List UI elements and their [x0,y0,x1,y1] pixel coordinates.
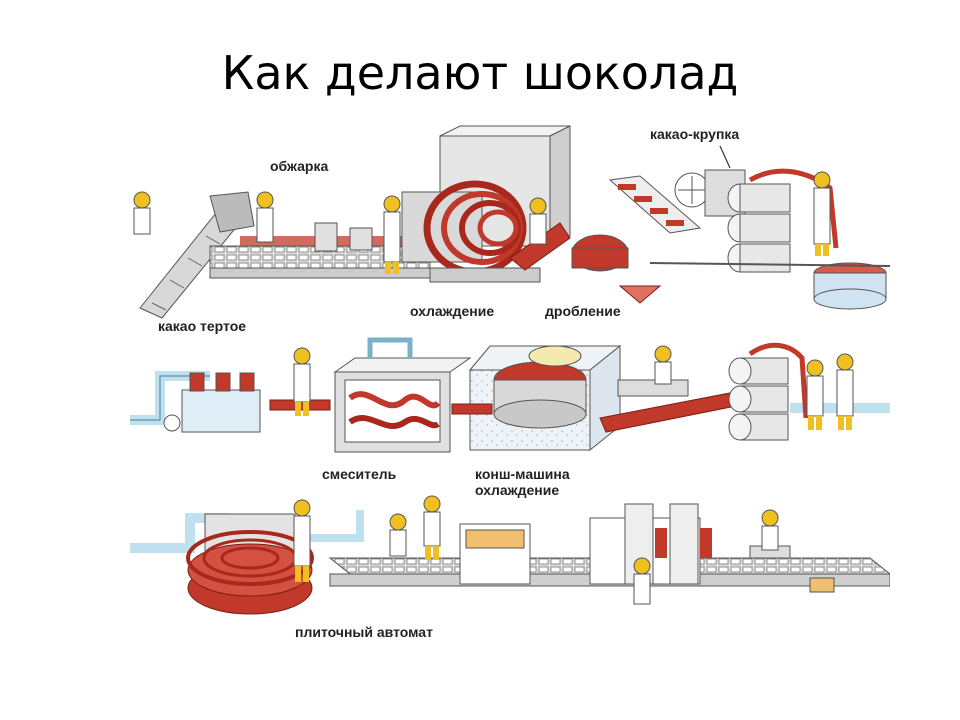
label-cocoa-mass: какао тертое [158,318,247,334]
conche [451,344,622,452]
row-tempering-moulding [130,495,892,615]
label-roasting: обжарка [270,158,329,174]
label-tiling-machine: плиточный автомат [295,624,433,640]
worker [133,191,151,235]
production-illustration [130,125,892,615]
worker [423,495,441,560]
cocoa-tanks [163,372,261,433]
workers-row-3 [293,495,779,605]
workers-row-1 [133,171,831,274]
label-cooling-1: охлаждение [410,303,495,319]
winnowing-stairs [608,145,746,234]
roller-mill-2 [728,342,854,441]
worker [293,347,311,416]
worker [389,513,407,557]
tempering-coil [186,513,314,615]
worker [761,509,779,551]
worker [529,197,547,245]
label-cooling-2: охлаждение [475,482,560,498]
coil-cooler [401,125,571,283]
worker [836,353,854,430]
worker [256,191,274,243]
label-crushing: дробление [545,303,621,319]
worker [383,195,401,274]
tiling-machine-line [328,503,892,587]
loading-chute [139,191,255,319]
chocolate-box [809,577,835,593]
worker [806,359,824,430]
worker [293,499,311,582]
label-mixer: смеситель [322,466,397,482]
roller-mill-1 [727,168,887,310]
slide-title: Как делают шоколад [221,46,739,100]
worker [813,171,831,256]
label-conche: конш-машина [475,466,570,482]
mixer [333,337,472,453]
row-mixing-conching [130,337,890,453]
worker [654,345,672,385]
row-roasting-crushing [133,125,891,319]
worker [633,557,651,605]
label-cocoa-nibs: какао-крупка [650,126,740,142]
chocolate-production-diagram: обжарка какао-крупка охлаждение дроблени… [130,118,892,640]
crusher [509,222,662,304]
